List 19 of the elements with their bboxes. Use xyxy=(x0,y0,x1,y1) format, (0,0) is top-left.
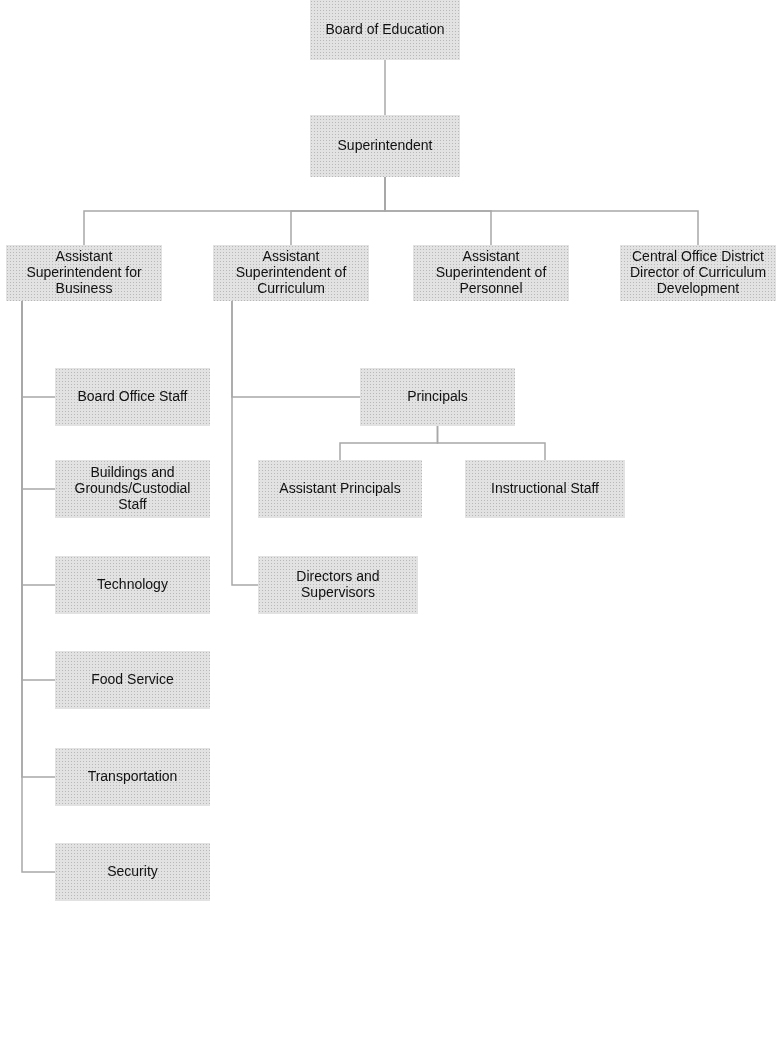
org-box: Assistant Superintendent of Curriculum xyxy=(213,245,369,301)
org-box: Food Service xyxy=(55,651,210,709)
org-box: Board of Education xyxy=(310,0,460,60)
org-box: Assistant Superintendent for Business xyxy=(6,245,162,301)
org-box: Assistant Principals xyxy=(258,460,422,518)
org-box: Assistant Superintendent of Personnel xyxy=(413,245,569,301)
connector-line xyxy=(436,425,546,461)
org-box: Superintendent xyxy=(310,115,460,177)
org-box: Instructional Staff xyxy=(465,460,625,518)
org-box: Buildings and Grounds/Custodial Staff xyxy=(55,460,210,518)
org-box: Transportation xyxy=(55,748,210,806)
org-box: Directors and Supervisors xyxy=(258,556,418,614)
connector-line xyxy=(384,59,386,116)
org-box: Security xyxy=(55,843,210,901)
org-box: Technology xyxy=(55,556,210,614)
org-box: Central Office District Director of Curriculum Development xyxy=(620,245,776,301)
org-box: Principals xyxy=(360,368,515,426)
connector-line xyxy=(231,300,259,586)
org-box: Board Office Staff xyxy=(55,368,210,426)
